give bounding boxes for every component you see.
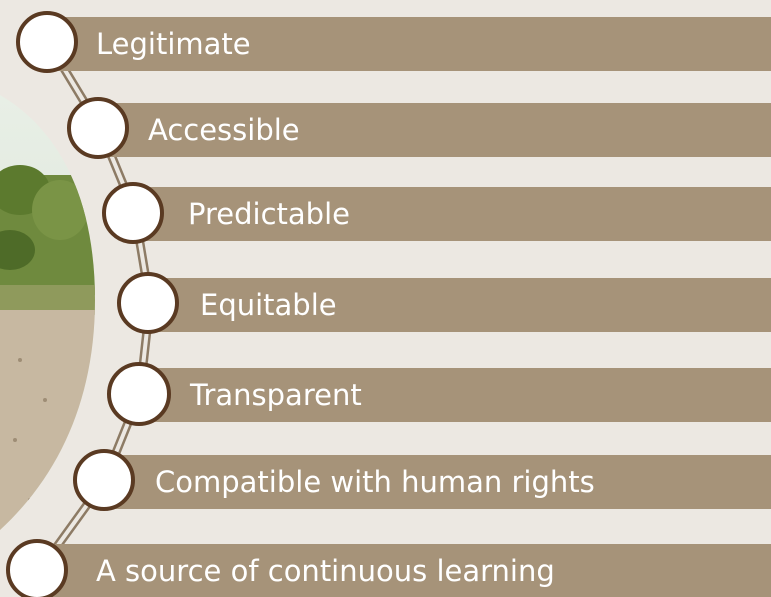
step-label: A source of continuous learning (96, 554, 555, 588)
step-node-3 (102, 182, 164, 244)
step-bar-legitimate: Legitimate (48, 17, 771, 71)
step-bar-transparent: Transparent (140, 368, 771, 422)
step-label: Equitable (200, 288, 337, 322)
step-bar-equitable: Equitable (150, 278, 771, 332)
step-label: Compatible with human rights (155, 465, 595, 499)
step-node-4 (117, 272, 179, 334)
step-label: Legitimate (96, 27, 251, 61)
step-bar-accessible: Accessible (100, 103, 771, 157)
step-bar-predictable: Predictable (135, 187, 771, 241)
step-node-2 (67, 97, 129, 159)
step-bar-source-of-continuous-learning: A source of continuous learning (40, 544, 771, 597)
step-node-5 (107, 362, 171, 426)
step-label: Accessible (148, 113, 300, 147)
step-node-6 (73, 449, 135, 511)
step-label: Predictable (188, 197, 350, 231)
step-node-1 (16, 11, 78, 73)
step-bar-compatible-with-human-rights: Compatible with human rights (105, 455, 771, 509)
step-node-7 (6, 539, 68, 597)
step-label: Transparent (190, 378, 362, 412)
